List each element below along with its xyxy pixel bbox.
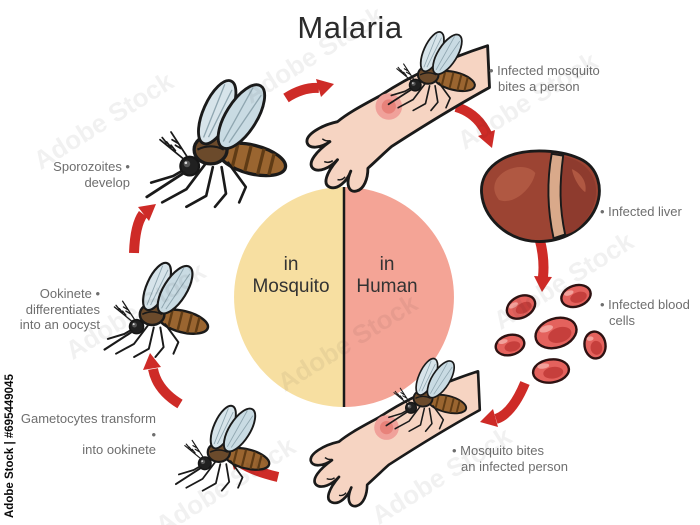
- label-ookinete-differentiates: Ookinete • differentiates into an oocyst: [19, 286, 100, 332]
- watermark-credit: Adobe Stock | #695449045: [4, 374, 16, 518]
- label-infected-mosquito-bites: • Infected mosquito bites a person: [489, 63, 600, 94]
- cycle-arrow-arm-to-liver: [454, 102, 495, 148]
- label-in-mosquito: in Mosquito: [252, 254, 330, 297]
- mosquito-illustration-middle-left: [103, 257, 212, 359]
- cycle-arrow-liver-to-blood: [534, 235, 552, 292]
- liver-illustration: [480, 149, 601, 243]
- label-gametocytes-transform: Gametocytes transform • into ookinete: [20, 411, 156, 457]
- cycle-arrow-sporozoites: [129, 204, 156, 254]
- mosquito-illustration-top: [145, 73, 291, 209]
- mosquito-illustration-bottom-left: [174, 401, 273, 492]
- circle-human-half: [344, 187, 454, 407]
- blood-cells-illustration: [494, 283, 607, 384]
- cycle-arrow-mosquito-to-arm: [283, 79, 334, 103]
- label-infected-blood-cells: • Infected blood cells: [600, 297, 690, 328]
- center-circle: [234, 187, 454, 407]
- label-sporozoites-develop: Sporozoites • develop: [53, 159, 130, 190]
- label-in-human: in Human: [356, 254, 418, 297]
- label-mosquito-bites-infected: • Mosquito bites an infected person: [452, 443, 568, 474]
- label-infected-liver: • Infected liver: [600, 204, 682, 219]
- diagram-title: Malaria: [297, 10, 403, 45]
- circle-mosquito-half: [234, 187, 344, 407]
- cycle-arrow-blood-to-arm: [480, 381, 530, 427]
- cycle-arrow-ookinete: [143, 353, 183, 409]
